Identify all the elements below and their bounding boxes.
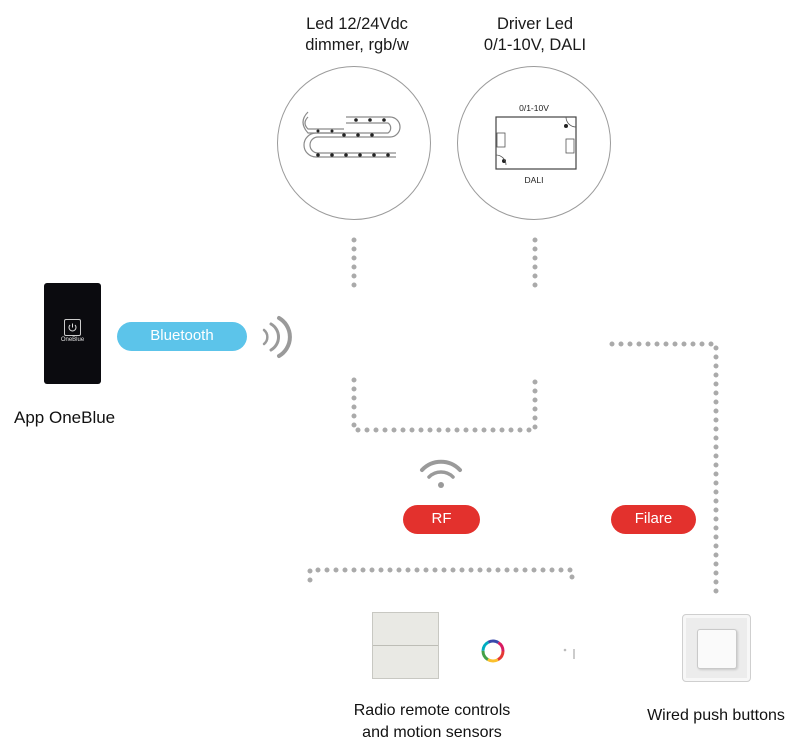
radio-caption-line1: Radio remote controls xyxy=(353,702,511,719)
driver-bottom-label: DALI xyxy=(524,175,544,185)
wired-badge: Filare xyxy=(611,505,696,534)
wired-bus-line xyxy=(609,341,719,603)
color-wheel-icon xyxy=(481,639,505,663)
driver-title: Driver Led 0/1-10V, DALI xyxy=(450,14,620,56)
bluetooth-waves-icon xyxy=(262,316,292,358)
push-button-icon xyxy=(682,614,751,682)
radio-caption-line2: and motion sensors xyxy=(362,724,502,741)
led-strip-icon xyxy=(302,111,401,158)
radio-devices-line xyxy=(307,567,575,583)
remote-switch-icon xyxy=(372,612,439,679)
motion-sensor-icon xyxy=(563,648,575,659)
led-dimmer-title-line2: dimmer, rgb/w xyxy=(305,36,409,54)
smartphone-icon: OneBlue xyxy=(44,283,101,384)
driver-title-line1: Driver Led xyxy=(496,15,574,33)
bluetooth-badge: Bluetooth xyxy=(117,322,247,351)
wired-caption: Wired push buttons xyxy=(647,707,785,724)
driver-circle: 0/1-10V DALI xyxy=(457,66,611,220)
power-icon xyxy=(64,319,81,336)
driver-module-icon xyxy=(495,116,577,170)
driver-top-label: 0/1-10V xyxy=(519,103,549,113)
led-dimmer-title: Led 12/24Vdc dimmer, rgb/w xyxy=(272,14,442,56)
wifi-signal-icon xyxy=(420,459,462,488)
led-dimmer-circle xyxy=(277,66,431,220)
rf-badge: RF xyxy=(403,505,480,534)
app-screen-label: OneBlue xyxy=(60,337,85,343)
driver-title-line2: 0/1-10V, DALI xyxy=(483,36,587,54)
rf-bus-line xyxy=(351,377,538,433)
app-caption: App OneBlue xyxy=(14,408,116,427)
radio-caption: Radio remote controls and motion sensors xyxy=(322,700,542,744)
led-dimmer-title-line1: Led 12/24Vdc xyxy=(306,15,408,33)
